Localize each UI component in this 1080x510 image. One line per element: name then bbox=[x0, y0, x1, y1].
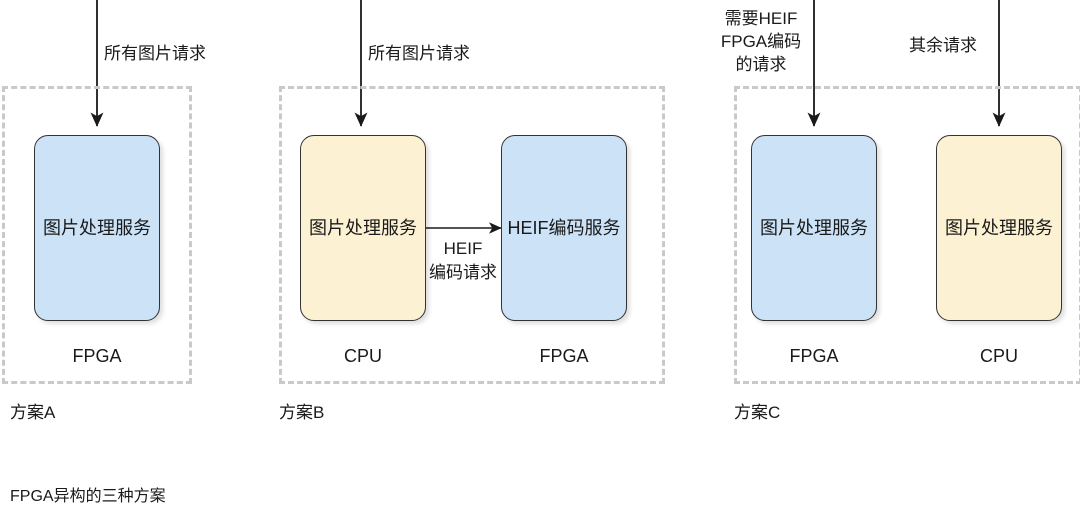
service-box-image-processing-b[interactable]: 图片处理服务 bbox=[300, 135, 426, 321]
label-inbound-a: 所有图片请求 bbox=[104, 44, 206, 63]
scheme-label-b: 方案B bbox=[279, 403, 325, 422]
platform-label-b-fpga: FPGA bbox=[539, 346, 589, 366]
platform-label-c-cpu: CPU bbox=[979, 346, 1018, 366]
platform-container-a bbox=[2, 86, 192, 384]
service-box-image-processing-c-fpga[interactable]: 图片处理服务 bbox=[751, 135, 877, 321]
platform-label-c-fpga: FPGA bbox=[789, 346, 839, 366]
label-heif-encode-request-line1: HEIF bbox=[443, 239, 483, 258]
label-inbound-c-heif-line3: 的请求 bbox=[735, 55, 787, 74]
service-box-image-processing-a[interactable]: 图片处理服务 bbox=[34, 135, 160, 321]
service-box-image-processing-c-cpu[interactable]: 图片处理服务 bbox=[936, 135, 1062, 321]
label-inbound-c-heif-line2: FPGA编码 bbox=[720, 32, 802, 51]
scheme-label-a: 方案A bbox=[10, 403, 56, 422]
scheme-label-c: 方案C bbox=[734, 403, 781, 422]
label-heif-encode-request-line2: 编码请求 bbox=[429, 263, 497, 282]
platform-label-b-cpu: CPU bbox=[343, 346, 382, 366]
platform-container-b bbox=[279, 86, 665, 384]
platform-label-a-fpga: FPGA bbox=[72, 346, 122, 366]
label-inbound-c-heif-line1: 需要HEIF bbox=[724, 9, 798, 28]
label-inbound-c-rest: 其余请求 bbox=[909, 36, 977, 55]
figure-caption: FPGA异构的三种方案 bbox=[10, 488, 166, 505]
service-box-heif-encoding-b[interactable]: HEIF编码服务 bbox=[501, 135, 627, 321]
label-inbound-b: 所有图片请求 bbox=[368, 44, 470, 63]
